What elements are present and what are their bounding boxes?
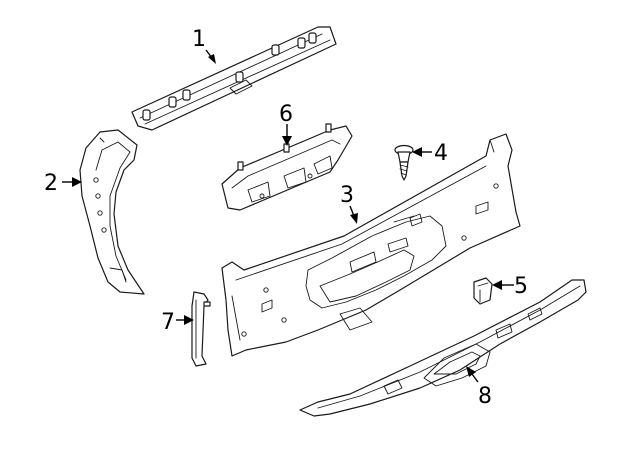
- part-1-upper-trim: [131, 26, 337, 131]
- callout-4: 4: [412, 141, 448, 166]
- callout-label-7: 7: [161, 310, 175, 335]
- callout-7: 7: [161, 310, 194, 335]
- callout-6: 6: [279, 102, 293, 146]
- callout-label-4: 4: [434, 141, 448, 166]
- part-7-vertical-bracket: [191, 291, 211, 367]
- part-6-bracket: [221, 123, 353, 211]
- callout-label-8: 8: [478, 384, 492, 409]
- callout-1: 1: [192, 27, 216, 64]
- callout-label-5: 5: [514, 274, 528, 299]
- callout-label-3: 3: [340, 183, 354, 208]
- part-5-clip: [473, 277, 493, 305]
- part-4-screw: [394, 144, 414, 181]
- part-8-lower-trim: [299, 279, 587, 417]
- callout-2: 2: [44, 171, 82, 196]
- part-3-inner-panel: [221, 133, 521, 357]
- callout-label-1: 1: [192, 27, 206, 52]
- callout-label-2: 2: [44, 171, 58, 196]
- part-2-side-pillar-trim: [79, 129, 145, 295]
- callout-3: 3: [340, 183, 358, 224]
- callout-8: 8: [466, 366, 492, 409]
- callout-5: 5: [492, 274, 528, 299]
- callout-label-6: 6: [279, 102, 293, 127]
